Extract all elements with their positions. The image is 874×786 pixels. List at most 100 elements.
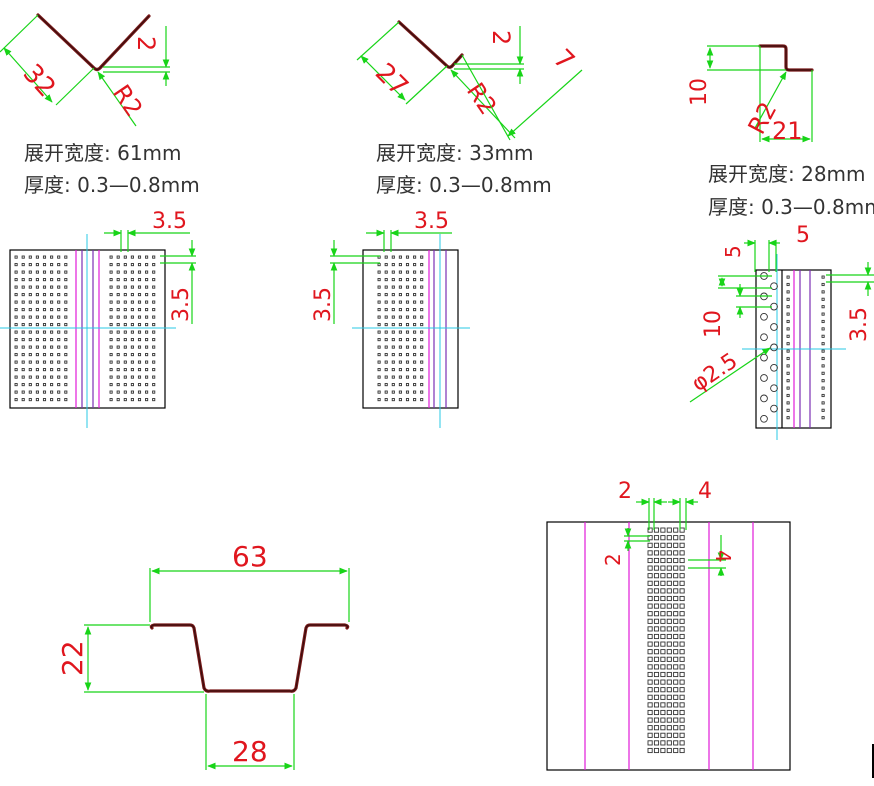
hole [647, 664, 653, 670]
hole-pattern-3-top-right-dim: 5 [796, 223, 810, 248]
hole [660, 527, 666, 533]
hole [137, 255, 142, 259]
hole [28, 368, 32, 372]
hole [420, 270, 424, 274]
hole [653, 611, 660, 617]
profile-2-radius-dim: R2 [461, 78, 502, 120]
profile-1-gap-dim: 2 [132, 36, 160, 51]
hole [35, 345, 39, 349]
hole [679, 603, 685, 609]
hole [130, 338, 134, 342]
hole [413, 278, 417, 282]
hole [130, 390, 134, 394]
hole [123, 323, 127, 327]
hole [653, 671, 660, 678]
hole [413, 368, 417, 372]
hole [137, 263, 142, 267]
hole [64, 270, 68, 274]
hole [679, 557, 685, 564]
hole [786, 334, 790, 338]
profile-2-leg-dim: 27 [369, 58, 414, 103]
hole [35, 300, 39, 304]
hole [420, 330, 424, 334]
hole [123, 390, 127, 394]
hole [109, 353, 113, 357]
hole [398, 398, 402, 402]
hole [64, 353, 68, 357]
hole [420, 353, 424, 357]
hole [14, 375, 18, 379]
hole [57, 308, 61, 312]
hole [42, 315, 47, 319]
hole [398, 345, 402, 349]
hole [42, 255, 47, 259]
hole [35, 263, 39, 267]
hole [653, 656, 660, 662]
hole [64, 330, 68, 334]
hole [391, 285, 395, 289]
hole [28, 330, 32, 334]
hole [130, 375, 134, 379]
hole [14, 330, 18, 334]
hole [673, 542, 679, 548]
hole [821, 349, 825, 353]
hole [42, 293, 47, 297]
hole [123, 255, 127, 259]
hole [821, 416, 825, 420]
hole [21, 323, 25, 327]
hole [405, 285, 410, 289]
hole [391, 375, 395, 379]
hole [123, 398, 127, 402]
hole-pattern-3-diameter-dim: φ2.5 [687, 349, 742, 397]
hole [660, 747, 666, 754]
hole [35, 278, 39, 282]
hole [123, 263, 127, 267]
hole [50, 360, 54, 364]
hole [391, 323, 395, 327]
hole [50, 398, 54, 402]
hole [14, 315, 18, 319]
hole [673, 633, 679, 640]
hole [786, 305, 790, 309]
hole [377, 323, 381, 327]
hole [413, 345, 417, 349]
hole [420, 323, 424, 327]
hole [137, 293, 142, 297]
hole [384, 293, 388, 297]
hole [679, 709, 685, 716]
hole [821, 312, 825, 316]
hole [145, 368, 149, 372]
hole [679, 595, 685, 602]
hole [391, 278, 395, 282]
hole [64, 255, 68, 259]
hole [420, 263, 424, 267]
profile-2-unfolded-width: 展开宽度: 33mm [376, 141, 534, 165]
hole [405, 293, 410, 297]
hole [673, 664, 679, 670]
hole [653, 535, 660, 541]
hole [770, 323, 778, 331]
hole [57, 278, 61, 282]
hole [420, 383, 424, 387]
hole [398, 270, 402, 274]
hole [405, 263, 410, 267]
hole [21, 330, 25, 334]
hole [116, 375, 120, 379]
hole [42, 263, 47, 267]
hole [145, 255, 149, 259]
hole [42, 278, 47, 282]
hole [673, 694, 679, 700]
hole [28, 255, 32, 259]
hole [130, 345, 134, 349]
hole [653, 527, 660, 533]
hole [35, 315, 39, 319]
hole [130, 398, 134, 402]
hole [116, 300, 120, 304]
hole [377, 338, 381, 342]
hole [35, 308, 39, 312]
hole [821, 290, 825, 294]
hole [666, 588, 672, 594]
hole [413, 255, 417, 259]
hole [14, 293, 18, 297]
